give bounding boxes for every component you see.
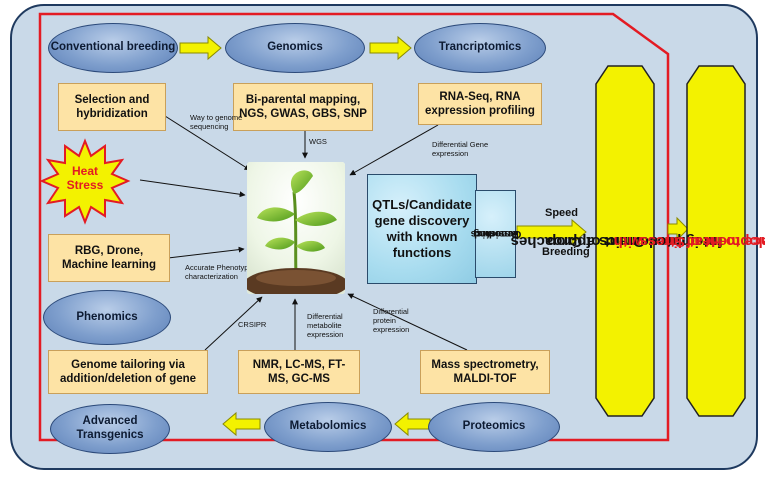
proteomics-tools-box: Mass spectrometry, MALDI-TOF <box>420 350 550 394</box>
note-differential-protein: Differential protein expression <box>373 307 410 334</box>
heat-starburst-icon <box>39 138 131 225</box>
note-differential-gene: Differential Gene expression <box>432 140 489 158</box>
seedling-image-icon <box>247 162 345 294</box>
yellow-arrows <box>179 35 689 437</box>
phenomics-oval: Phenomics <box>43 290 171 345</box>
phenomics-tools-box: RBG, Drone, Machine learning <box>48 234 170 282</box>
heat-stress-label: Heat Stress <box>66 164 104 192</box>
note-accurate-phenotype: Accurate Phenotype characterization <box>185 263 253 281</box>
transcriptomics-oval: Trancriptomics <box>414 23 546 73</box>
genomics-oval: Genomics <box>225 23 365 73</box>
genome-tailoring-box: Genome tailoring via addition/deletion o… <box>48 350 208 394</box>
genomics-tools-box: Bi-parental mapping, NGS, GWAS, GBS, SNP <box>233 83 373 131</box>
note-differential-metabolite: Differential metabolite expression <box>307 312 344 339</box>
rna-box: RNA-Seq, RNA expression profiling <box>418 83 542 125</box>
metabolomics-oval: Metabolomics <box>264 402 392 452</box>
note-wgs: WGS <box>309 137 327 146</box>
speed-label: Speed <box>545 207 579 219</box>
breeding-label: Breeding <box>542 246 590 258</box>
note-crsipr: CRSIPR <box>238 320 267 329</box>
metabolomics-tools-box: NMR, LC-MS, FT-MS, GC-MS <box>238 350 360 394</box>
connector-arrows <box>139 115 468 351</box>
proteomics-oval: Proteomics <box>428 402 560 452</box>
qtl-discovery-box: QTLs/Candidate gene discovery with known… <box>367 174 477 284</box>
note-way-to-genome: Way to genome sequencing <box>190 113 243 131</box>
selection-box: Selection and hybridization <box>58 83 166 131</box>
genomics-assisted-breeding-box: Genomics Assisted Breeding <box>470 190 521 278</box>
integrated-panel <box>595 65 655 417</box>
advanced-transgenics-oval: Advanced Transgenics <box>50 404 170 454</box>
development-lines-text: Development of lines with tolerance to H… <box>614 233 765 251</box>
red-outline <box>38 12 670 442</box>
conventional-breeding-oval: Conventional breeding <box>48 23 178 73</box>
development-panel <box>686 65 746 417</box>
